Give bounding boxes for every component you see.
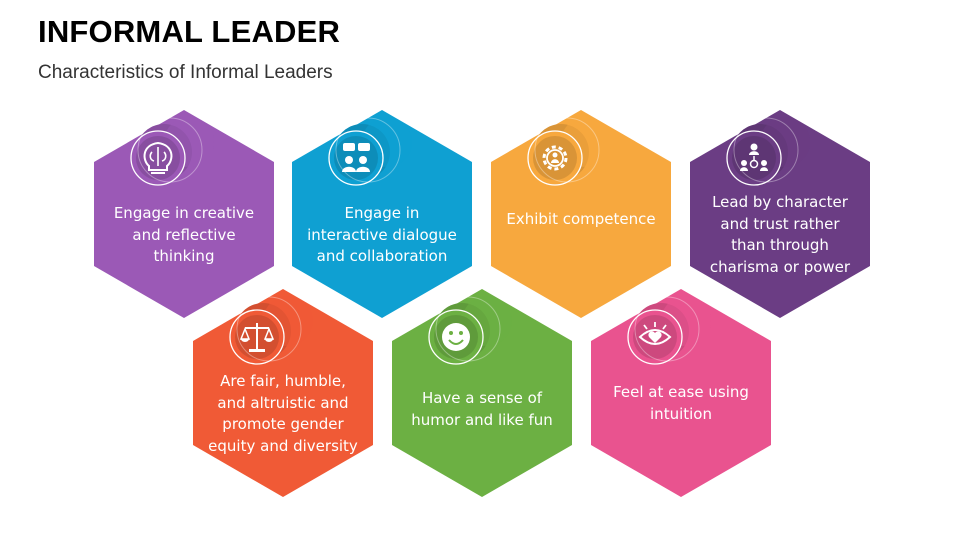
scales-icon [227, 307, 287, 367]
people-chat-icon [326, 128, 386, 188]
hexagon-shape [690, 110, 870, 318]
card-text: Have a sense of humor and like fun [411, 389, 553, 429]
eye-heart-icon [625, 307, 685, 367]
page-subtitle: Characteristics of Informal Leaders [38, 62, 333, 83]
card-humor: Have a sense of humor and like fun [392, 289, 572, 497]
card-intuition: Feel at ease using intuition [591, 289, 771, 497]
card-dialogue: Engage in interactive dialogue and colla… [292, 110, 472, 318]
page-title: INFORMAL LEADER [38, 14, 341, 49]
card-text: Exhibit competence [506, 210, 656, 228]
card-character: Lead by character and trust rather than … [690, 110, 870, 318]
hexagon-shape [292, 110, 472, 318]
gear-person-icon [525, 128, 585, 188]
card-text: Feel at ease using intuition [613, 383, 749, 423]
team-hierarchy-icon [724, 128, 784, 188]
brain-bulb-icon [128, 128, 188, 188]
card-text: Engage in interactive dialogue and colla… [307, 204, 457, 265]
card-creative: Engage in creative and reflective thinki… [94, 110, 274, 318]
card-text: Are fair, humble, and altruistic and pro… [208, 372, 358, 455]
card-text: Lead by character and trust rather than … [709, 193, 851, 276]
card-competence: Exhibit competence [491, 110, 671, 318]
card-text: Engage in creative and reflective thinki… [113, 204, 255, 265]
card-fair: Are fair, humble, and altruistic and pro… [193, 289, 373, 497]
smiley-icon [426, 307, 486, 367]
